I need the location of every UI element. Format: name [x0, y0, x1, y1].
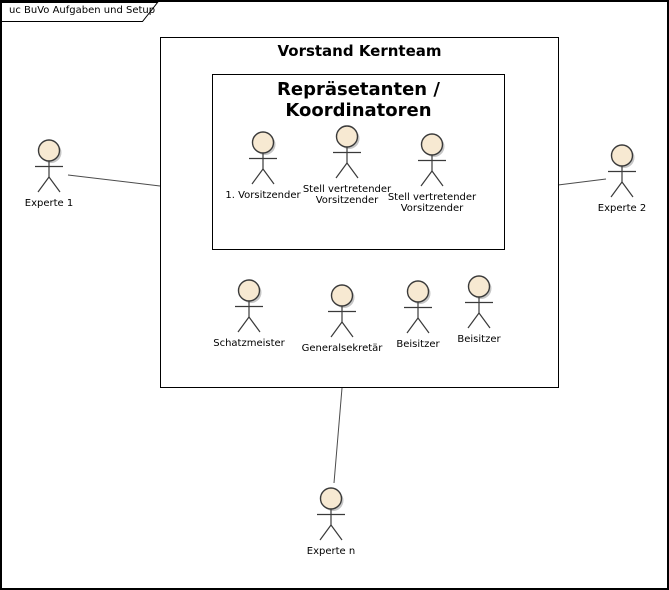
boundary-repraesentanten-koordinatoren[interactable]: Repräsetanten / Koordinatoren	[212, 74, 505, 250]
connector-experte2-kernteam[interactable]	[557, 178, 607, 186]
actor-experte-2[interactable]: Experte 2	[562, 143, 667, 214]
actor-beisitzer-1[interactable]: Beisitzer	[358, 279, 478, 350]
actor-label: Stell vertretender Vorsitzender	[302, 184, 392, 206]
actor-experte-1[interactable]: Experte 1	[2, 138, 109, 209]
actor-beisitzer-2[interactable]: Beisitzer	[419, 274, 539, 345]
actor-icon	[317, 487, 345, 541]
actor-label: Beisitzer	[396, 339, 440, 350]
boundary-vorstand-kernteam-title: Vorstand Kernteam	[277, 42, 442, 60]
boundary-repraesentanten-title: Repräsetanten / Koordinatoren	[277, 79, 440, 121]
actor-label: Experte 1	[24, 198, 74, 209]
frame-tab-label: uc BuVo Aufgaben und Setup	[9, 5, 156, 16]
actor-stellvertretender-vorsitzender-1[interactable]: Stell vertretender Vorsitzender	[287, 124, 407, 206]
actor-schatzmeister[interactable]: Schatzmeister	[189, 278, 309, 349]
actor-generalsekretaer[interactable]: Generalsekretär	[282, 283, 402, 354]
actor-label: Experte n	[306, 546, 356, 557]
actor-label: Generalsekretär	[301, 343, 383, 354]
actor-label: 1. Vorsitzender	[225, 190, 301, 201]
actor-icon	[465, 275, 493, 329]
actor-label: Experte 2	[597, 203, 647, 214]
frame-tab	[2, 2, 159, 22]
actor-experte-n[interactable]: Experte n	[271, 486, 391, 557]
boundary-vorstand-kernteam[interactable]: Vorstand Kernteam	[160, 37, 559, 388]
actor-label: Schatzmeister	[213, 338, 285, 349]
actor-icon	[235, 279, 263, 333]
actor-icon	[404, 280, 432, 334]
actor-icon	[418, 133, 446, 187]
actor-icon	[333, 125, 361, 179]
connector-experten-kernteam[interactable]	[333, 387, 343, 484]
frame-tab-shape	[2, 2, 159, 22]
actor-1-vorsitzender[interactable]: 1. Vorsitzender	[203, 130, 323, 201]
actor-icon	[608, 144, 636, 198]
actor-stellvertretender-vorsitzender-2[interactable]: Stell vertretender Vorsitzender	[372, 132, 492, 214]
actor-label: Stell vertretender Vorsitzender	[387, 192, 477, 214]
connector-experte1-kernteam[interactable]	[67, 174, 161, 187]
actor-icon	[35, 139, 63, 193]
actor-label: Beisitzer	[457, 334, 501, 345]
actor-icon	[249, 131, 277, 185]
actor-icon	[328, 284, 356, 338]
